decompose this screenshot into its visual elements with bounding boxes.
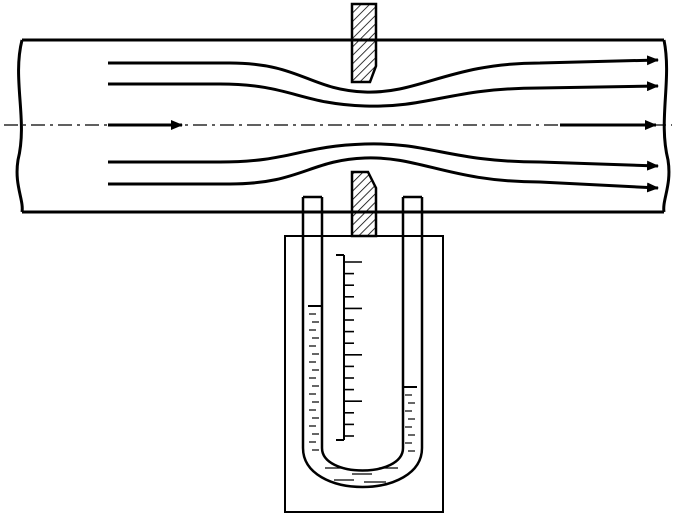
liquid-hatch-left — [309, 313, 319, 451]
scale-ticks — [344, 261, 362, 437]
orifice-plate-upper — [350, 2, 378, 84]
pipe-left-break — [15, 39, 24, 213]
u-tube — [301, 195, 424, 489]
streamline-bottom-inner — [108, 142, 659, 171]
pipe — [15, 38, 671, 214]
u-tube-inner-wall — [320, 197, 405, 472]
manometer-scale — [336, 254, 362, 441]
pipe-right-break — [662, 39, 671, 213]
orifice-plate-lower — [350, 170, 378, 238]
orifice-plate — [350, 2, 378, 238]
manometer-liquid — [308, 305, 417, 388]
liquid-hatch-right — [405, 394, 415, 452]
streamline-top-outer — [108, 55, 659, 94]
streamline-bottom-outer — [108, 156, 659, 193]
u-tube-outer-wall — [301, 197, 424, 489]
streamline-top-inner — [108, 81, 659, 108]
flow-streamlines — [108, 55, 659, 193]
manometer-housing — [284, 235, 444, 513]
